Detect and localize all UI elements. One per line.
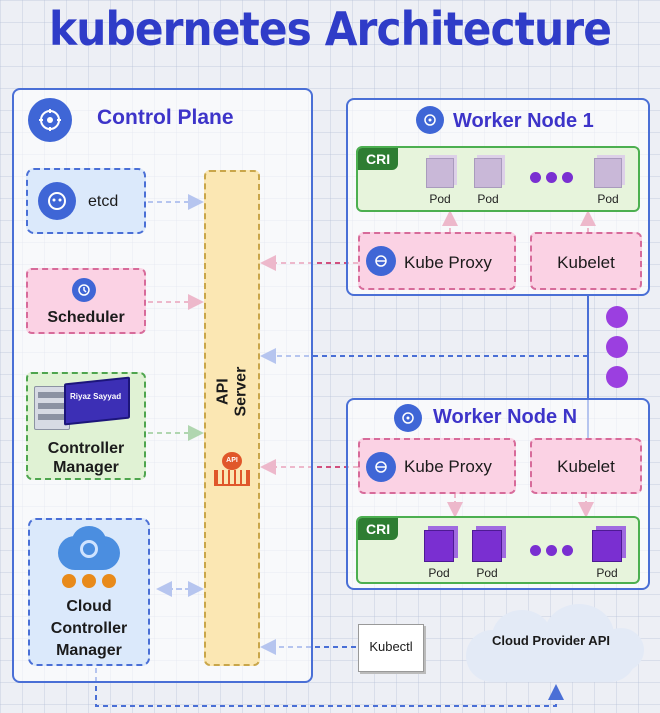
pod-n-2-label: Pod bbox=[476, 566, 498, 580]
cloud-gear-icon bbox=[54, 524, 124, 590]
pod-n-1 bbox=[424, 530, 454, 562]
worker-node-1-title: Worker Node 1 bbox=[453, 110, 594, 132]
k8s-scheduler-icon bbox=[72, 278, 96, 302]
etcd-label: etcd bbox=[88, 193, 119, 210]
scheduler-label: Scheduler bbox=[47, 309, 125, 326]
controller-manager-label-1: Controller bbox=[47, 440, 125, 457]
cloud-cm-label-3: Manager bbox=[56, 642, 122, 659]
kubectl-label: Kubectl bbox=[369, 639, 413, 654]
controller-manager-label-2: Manager bbox=[53, 459, 119, 476]
kubelet-1-label: Kubelet bbox=[557, 253, 615, 272]
api-server-label: API Server bbox=[214, 366, 249, 417]
pod-1-1 bbox=[426, 158, 454, 188]
k8s-node-icon bbox=[394, 404, 422, 432]
more-nodes-dot bbox=[606, 336, 628, 358]
server-rack-icon: Riyaz Sayyad bbox=[34, 376, 132, 434]
pod-n-1-label: Pod bbox=[428, 566, 450, 580]
pod-n-3 bbox=[592, 530, 622, 562]
k8s-node-icon bbox=[416, 106, 444, 134]
k8s-proxy-icon bbox=[366, 452, 396, 482]
ellipsis-dot bbox=[562, 172, 573, 183]
more-nodes-dot bbox=[606, 306, 628, 328]
cloud-cm-label-2: Controller bbox=[50, 620, 128, 637]
ellipsis-dot bbox=[530, 172, 541, 183]
pod-1-3-label: Pod bbox=[597, 192, 619, 206]
more-nodes-dot bbox=[606, 366, 628, 388]
kube-proxy-1-label: Kube Proxy bbox=[404, 253, 492, 272]
pod-n-2 bbox=[472, 530, 502, 562]
kubectl-box[interactable] bbox=[358, 624, 424, 672]
worker-node-n-title: Worker Node N bbox=[433, 406, 578, 428]
control-plane-title: Control Plane bbox=[97, 106, 234, 129]
kubelet-n-label: Kubelet bbox=[557, 457, 615, 476]
api-server-box[interactable] bbox=[204, 170, 260, 666]
cloud-cm-label-1: Cloud bbox=[66, 598, 112, 615]
cloud-provider-label: Cloud Provider API bbox=[492, 633, 610, 648]
pod-1-2 bbox=[474, 158, 502, 188]
etcd-icon bbox=[38, 182, 76, 220]
cri-1-tag: CRI bbox=[358, 148, 399, 170]
page-title: kubernetes Architecture bbox=[49, 2, 612, 56]
kubelet-1-box[interactable] bbox=[530, 232, 642, 290]
pod-1-2-label: Pod bbox=[477, 192, 499, 206]
ellipsis-dot bbox=[546, 172, 557, 183]
kubelet-n-box[interactable] bbox=[530, 438, 642, 494]
cloud-provider-arrow bbox=[95, 668, 564, 707]
ellipsis-dot bbox=[562, 545, 573, 556]
cloud-provider-cloud[interactable] bbox=[458, 602, 648, 690]
ellipsis-dot bbox=[546, 545, 557, 556]
ellipsis-dot bbox=[530, 545, 541, 556]
pod-n-3-label: Pod bbox=[596, 566, 618, 580]
k8s-control-plane-icon bbox=[28, 98, 72, 142]
pod-1-3 bbox=[594, 158, 622, 188]
api-gateway-icon: API bbox=[212, 452, 252, 488]
k8s-proxy-icon bbox=[366, 246, 396, 276]
kube-proxy-n-label: Kube Proxy bbox=[404, 457, 492, 476]
cri-n-tag: CRI bbox=[358, 518, 399, 540]
pod-1-1-label: Pod bbox=[429, 192, 451, 206]
